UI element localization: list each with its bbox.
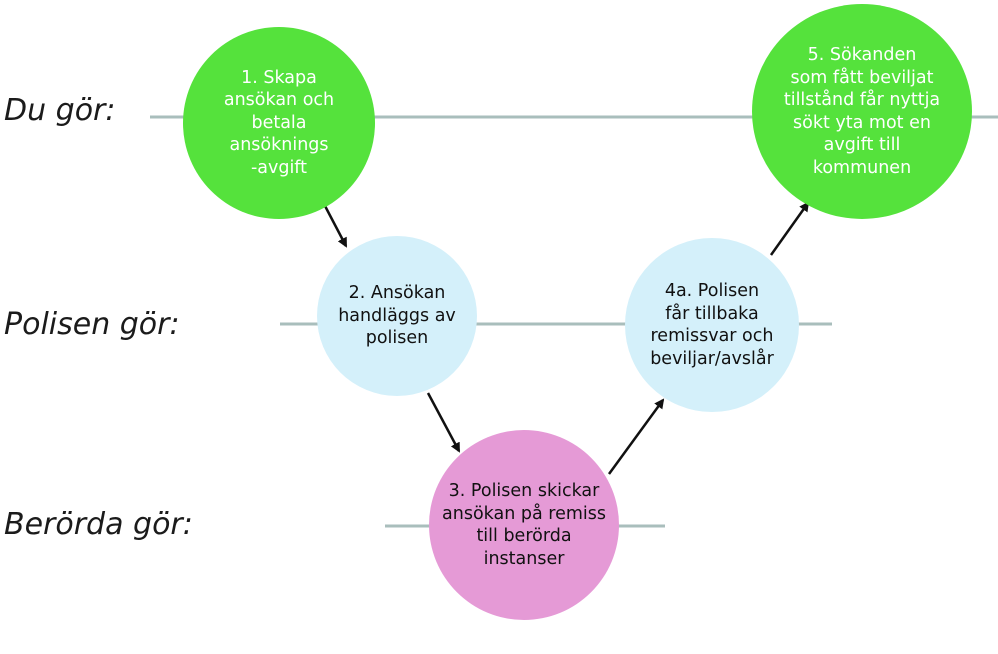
lane-label-affected: Berörda gör: (4, 507, 193, 542)
lane-label-police: Polisen gör: (4, 307, 180, 342)
arrow-step2-to-step3 (426, 392, 461, 453)
lane-label-you: Du gör: (4, 93, 116, 128)
arrow-step3-to-step4a (607, 398, 665, 475)
arrow-step1-to-step2 (322, 203, 348, 248)
arrow-step4a-to-step5 (769, 201, 810, 256)
